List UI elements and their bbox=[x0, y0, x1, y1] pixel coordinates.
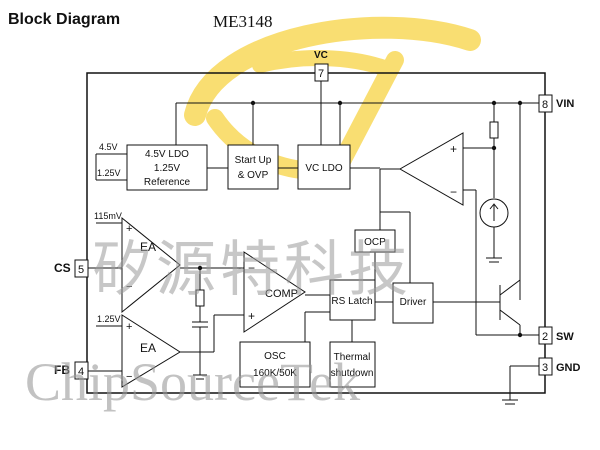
ea-amplifier-bottom: EA + − bbox=[121, 314, 181, 388]
startup-line2: & OVP bbox=[238, 170, 269, 181]
svg-text:+: + bbox=[248, 309, 255, 323]
pin-name-sw: SW bbox=[556, 331, 574, 343]
pin-name-fb: FB bbox=[54, 363, 70, 377]
svg-text:+: + bbox=[126, 223, 132, 235]
pin-num-vc: 7 bbox=[318, 68, 324, 80]
ocp-label: OCP bbox=[364, 237, 386, 248]
ea1-label: EA bbox=[140, 240, 156, 254]
gnd-wires bbox=[502, 365, 539, 405]
driver-wires bbox=[374, 211, 500, 303]
pin-num-cs: 5 bbox=[78, 264, 84, 276]
comp-comparator: COMP − + bbox=[243, 251, 306, 333]
pin-cs: CS 5 bbox=[54, 259, 89, 278]
ldo-line2: 1.25V bbox=[154, 163, 180, 174]
supply-rails bbox=[175, 81, 539, 300]
vc-ldo-block: VC LDO bbox=[297, 144, 351, 190]
watermark-cn: 矽源特科技 bbox=[92, 235, 412, 305]
svg-text:−: − bbox=[248, 261, 255, 275]
vcldo-label: VC LDO bbox=[305, 163, 342, 174]
osc-line2: 160K/50K bbox=[253, 368, 297, 379]
label-4v5: 4.5V bbox=[99, 142, 118, 152]
driver-block: Driver bbox=[392, 282, 434, 324]
page-title: Block Diagram bbox=[8, 11, 120, 28]
ldo-line3: Reference bbox=[144, 177, 191, 188]
startup-ovp-block: Start Up & OVP bbox=[227, 144, 279, 190]
thermal-line1: Thermal bbox=[334, 352, 371, 363]
thermal-line2: shutdown bbox=[331, 368, 374, 379]
startup-line1: Start Up bbox=[235, 155, 272, 166]
svg-text:−: − bbox=[450, 185, 457, 199]
ovp-wires bbox=[350, 147, 494, 335]
pin-name-vin: VIN bbox=[556, 98, 574, 110]
ldo-reference-block: 4.5V LDO 1.25V Reference bbox=[126, 144, 208, 191]
power-transistor-icon bbox=[476, 279, 539, 336]
current-source-icon bbox=[479, 198, 509, 263]
osc-block: OSC 160K/50K bbox=[239, 341, 311, 388]
label-1v25-ea: 1.25V bbox=[97, 314, 121, 324]
pin-vin: 8 VIN bbox=[538, 94, 574, 113]
comp-label: COMP bbox=[265, 288, 298, 300]
driver-label: Driver bbox=[400, 297, 427, 308]
pin-name-cs: CS bbox=[54, 261, 71, 275]
svg-text:+: + bbox=[450, 142, 457, 156]
watermark-en: ChipSourceTek bbox=[25, 352, 360, 412]
pin-num-sw: 2 bbox=[542, 331, 548, 343]
ldo-line1: 4.5V LDO bbox=[145, 149, 189, 160]
svg-text:−: − bbox=[126, 371, 132, 383]
ea-amplifier-top: EA + − bbox=[121, 216, 181, 314]
pin-name-vc: VC bbox=[314, 50, 328, 61]
sense-resistor-icon bbox=[489, 121, 499, 198]
label-115mv: 115mV bbox=[94, 211, 122, 221]
pin-num-vin: 8 bbox=[542, 99, 548, 111]
pin-gnd: 3 GND bbox=[538, 357, 581, 376]
ea2-label: EA bbox=[140, 341, 156, 355]
pin-num-gnd: 3 bbox=[542, 362, 548, 374]
ovp-comparator: + − bbox=[398, 132, 464, 206]
label-1v25: 1.25V bbox=[97, 168, 121, 178]
svg-text:−: − bbox=[126, 281, 132, 293]
svg-text:+: + bbox=[126, 321, 132, 333]
pin-sw: 2 SW bbox=[538, 326, 574, 345]
pin-vc: VC 7 bbox=[314, 50, 329, 82]
rslatch-label: RS Latch bbox=[331, 296, 372, 307]
ocp-block: OCP bbox=[354, 229, 396, 253]
osc-line1: OSC bbox=[264, 351, 286, 362]
ea-wires bbox=[88, 222, 244, 372]
part-number: ME3148 bbox=[213, 12, 273, 31]
ref-outputs bbox=[95, 153, 228, 181]
compensation-network-icon bbox=[192, 268, 208, 380]
pin-name-gnd: GND bbox=[556, 362, 581, 374]
pin-num-fb: 4 bbox=[78, 366, 84, 378]
